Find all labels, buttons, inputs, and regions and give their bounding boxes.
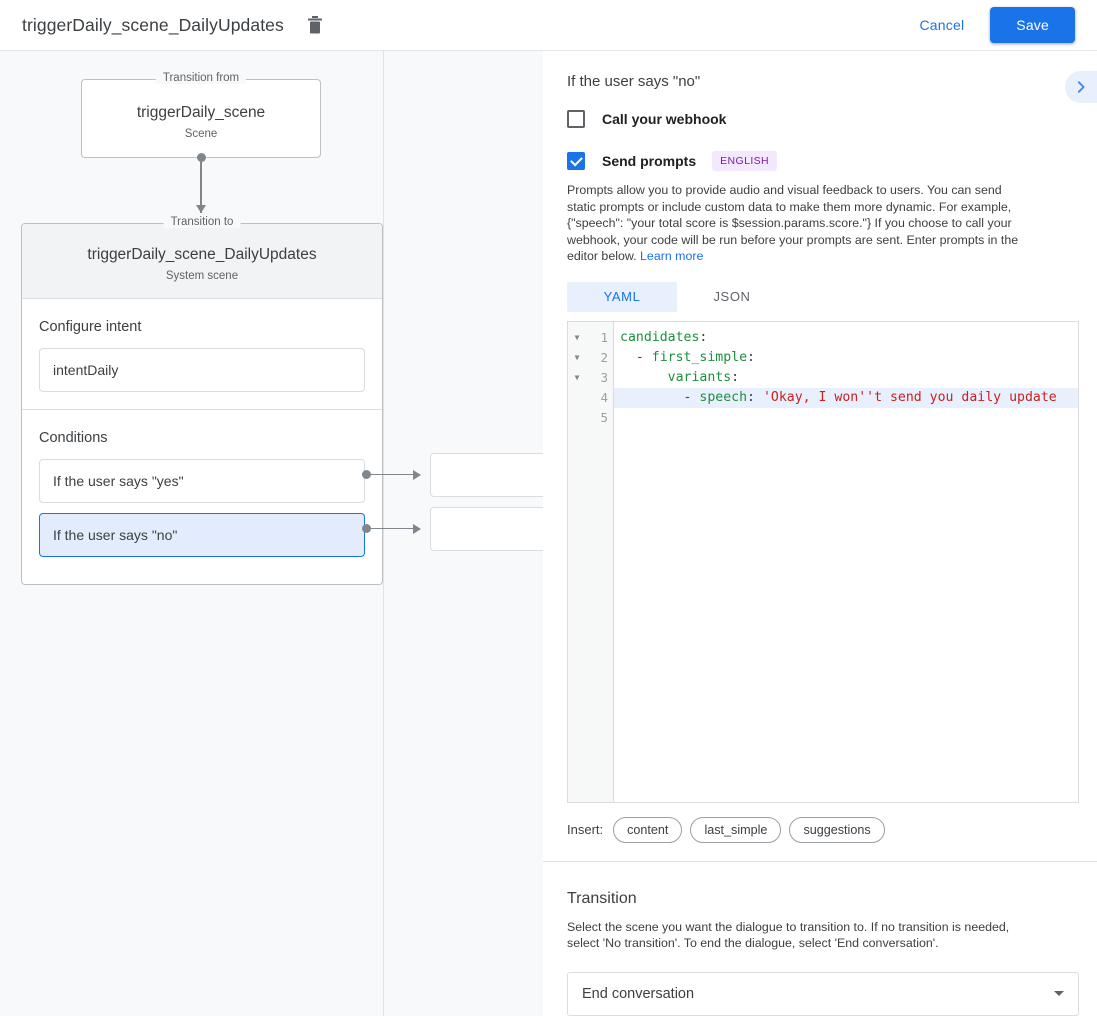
transition-to-node[interactable]: Transition to triggerDaily_scene_DailyUp…	[21, 216, 383, 585]
details-panel: If the user says "no" Call your webhook …	[543, 51, 1097, 1016]
transition-select-value: End conversation	[582, 985, 695, 1002]
editor-code-area[interactable]: candidates: - first_simple: variants: - …	[614, 322, 1078, 802]
trash-icon	[307, 16, 322, 34]
editor-tabs: YAML JSON	[543, 281, 1097, 312]
gutter-row[interactable]: 4	[568, 388, 613, 408]
caret-down-icon	[1054, 991, 1064, 996]
expand-panel-button[interactable]	[1065, 71, 1097, 103]
code-line-active[interactable]: - speech: 'Okay, I won''t send you daily…	[614, 387, 1078, 408]
send-prompts-row[interactable]: Send prompts ENGLISH	[543, 151, 1097, 171]
save-button[interactable]: Save	[990, 7, 1075, 43]
prompts-description: Prompts allow you to provide audio and v…	[543, 182, 1055, 265]
transition-from-node[interactable]: Transition from triggerDaily_scene Scene	[81, 72, 321, 158]
delete-button[interactable]	[300, 10, 330, 40]
edge-arrowhead-down	[196, 205, 206, 213]
code-indent: -	[620, 349, 652, 365]
canvas-divider	[383, 51, 384, 1016]
code-indent: -	[620, 389, 700, 405]
transition-to-title: triggerDaily_scene_DailyUpdates	[87, 246, 317, 263]
top-bar: triggerDaily_scene_DailyUpdates Cancel S…	[0, 0, 1097, 51]
code-key: variants	[667, 369, 732, 385]
target-node-stub-no[interactable]	[430, 507, 543, 551]
code-line[interactable]: - first_simple:	[614, 348, 1078, 368]
transition-select[interactable]: End conversation	[567, 971, 1079, 1016]
line-number: 4	[600, 390, 608, 405]
insert-chip-last-simple[interactable]: last_simple	[690, 816, 782, 843]
fold-triangle-icon[interactable]: ▼	[574, 332, 580, 342]
line-number: 1	[600, 330, 608, 345]
tab-yaml[interactable]: YAML	[567, 281, 677, 312]
condition-item-no[interactable]: If the user says "no"	[39, 513, 365, 557]
transition-to-subtitle: System scene	[165, 270, 239, 282]
configure-intent-section: Configure intent intentDaily	[22, 299, 382, 409]
panel-header: If the user says "no"	[543, 51, 1097, 103]
conditions-section: Conditions If the user says "yes" If the…	[22, 410, 382, 584]
prompt-code-editor[interactable]: ▼1 ▼2 ▼3 4 5 candidates: - first_simple:…	[567, 320, 1079, 803]
gutter-row[interactable]: ▼2	[568, 348, 613, 368]
code-line[interactable]: candidates:	[614, 328, 1078, 348]
condition-yes-arrowhead	[413, 470, 421, 480]
condition-no-edge-line	[370, 528, 415, 530]
code-punct: :	[731, 369, 740, 385]
code-line[interactable]: variants:	[614, 368, 1078, 388]
configure-intent-label: Configure intent	[39, 319, 142, 335]
fold-triangle-icon[interactable]: ▼	[574, 372, 580, 382]
conditions-label: Conditions	[39, 430, 108, 446]
cancel-button[interactable]: Cancel	[908, 8, 977, 42]
transition-section-title: Transition	[567, 889, 637, 907]
code-key: first_simple	[651, 349, 748, 365]
prompts-description-text: Prompts allow you to provide audio and v…	[567, 183, 1019, 263]
code-line[interactable]	[614, 408, 1078, 428]
code-punct: :	[699, 329, 708, 345]
line-number: 3	[600, 370, 608, 385]
condition-yes-edge-line	[370, 474, 415, 476]
target-node-stub-yes[interactable]	[430, 453, 543, 497]
transition-from-legend: Transition from	[155, 72, 247, 84]
language-badge: ENGLISH	[712, 151, 778, 171]
panel-separator	[543, 860, 1097, 862]
page-title: triggerDaily_scene_DailyUpdates	[22, 14, 284, 35]
transition-to-legend: Transition to	[163, 216, 241, 228]
insert-chip-content[interactable]: content	[613, 816, 683, 843]
insert-label: Insert:	[567, 822, 604, 837]
condition-item-yes[interactable]: If the user says "yes"	[39, 459, 365, 503]
chevron-right-icon	[1077, 81, 1085, 93]
fold-triangle-icon[interactable]: ▼	[574, 352, 580, 362]
send-prompts-checkbox[interactable]	[567, 152, 585, 170]
graph-canvas[interactable]: Transition from triggerDaily_scene Scene…	[0, 51, 543, 1016]
section-divider	[22, 409, 382, 410]
code-value: 'Okay, I won''t send you daily update	[762, 389, 1057, 405]
gutter-row[interactable]: 5	[568, 408, 613, 428]
editor-gutter: ▼1 ▼2 ▼3 4 5	[568, 321, 614, 802]
gutter-row[interactable]: ▼1	[568, 328, 613, 348]
code-key: speech	[699, 389, 748, 405]
transition-to-header: triggerDaily_scene_DailyUpdates System s…	[22, 224, 382, 299]
code-indent	[620, 370, 668, 385]
edge-source-dot	[196, 153, 206, 162]
insert-chip-suggestions[interactable]: suggestions	[789, 816, 885, 843]
tab-json[interactable]: JSON	[713, 289, 751, 304]
transition-description: Select the scene you want the dialogue t…	[567, 919, 1010, 951]
webhook-row[interactable]: Call your webhook	[543, 110, 1097, 128]
gutter-row[interactable]: ▼3	[568, 368, 613, 388]
edge-line-vertical	[200, 158, 202, 213]
intent-field[interactable]: intentDaily	[39, 348, 365, 392]
transition-from-title: triggerDaily_scene	[136, 104, 266, 121]
webhook-checkbox[interactable]	[567, 110, 585, 128]
transition-from-subtitle: Scene	[184, 128, 218, 140]
insert-row: Insert: content last_simple suggestions	[543, 816, 1097, 843]
code-punct: :	[747, 389, 763, 405]
learn-more-link[interactable]: Learn more	[640, 249, 704, 263]
line-number: 5	[600, 410, 608, 425]
condition-no-edge-dot	[362, 524, 371, 533]
code-key: candidates	[620, 329, 700, 345]
code-punct: :	[747, 349, 755, 365]
line-number: 2	[600, 350, 608, 365]
panel-title: If the user says "no"	[567, 73, 701, 90]
send-prompts-label: Send prompts	[602, 153, 697, 169]
condition-no-arrowhead	[413, 524, 421, 534]
webhook-label: Call your webhook	[602, 111, 727, 127]
condition-yes-edge-dot	[362, 470, 371, 479]
